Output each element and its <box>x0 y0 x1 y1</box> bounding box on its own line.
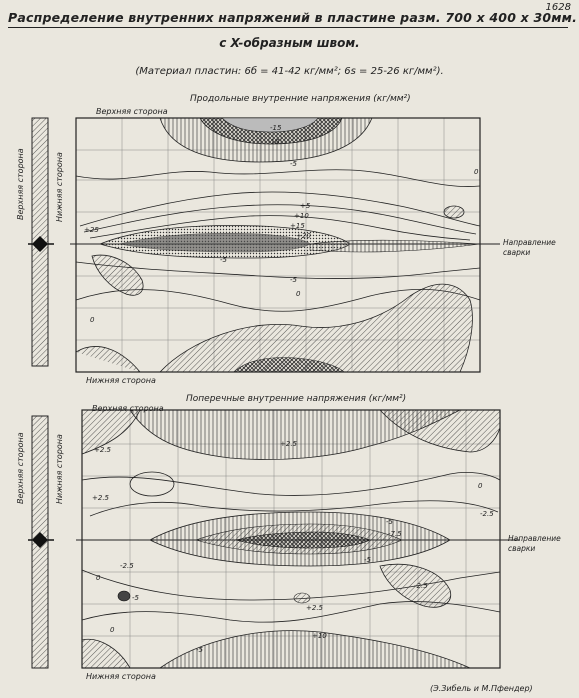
page-subtitle: с X-образным швом. <box>219 36 360 50</box>
weld-direction-label: Направление сварки <box>508 534 561 553</box>
contour-label: -2.5 <box>414 582 428 590</box>
contour-region <box>158 630 471 669</box>
contour-label: -5 <box>290 160 297 168</box>
weld-marker <box>32 236 48 252</box>
contour-label: 0 <box>90 316 95 324</box>
contour-label: +2.5 <box>92 494 109 502</box>
contour-label: -2.5 <box>120 562 134 570</box>
left-label-upper: Верхняя сторона <box>16 148 25 220</box>
contour-label: +15 <box>290 222 305 230</box>
page-title: Распределение внутренних напряжений в пл… <box>8 10 577 28</box>
contour-label: +10 <box>294 212 309 220</box>
contour-label: -5 <box>220 256 227 264</box>
label-lower-side: Нижняя сторона <box>86 376 156 385</box>
contour-label: 0 <box>474 168 479 176</box>
contour-label: -7.5 <box>388 530 402 538</box>
contour-label: +2.5 <box>94 446 111 454</box>
contour-label: 0 <box>110 626 115 634</box>
contour-label: -5 <box>196 646 203 654</box>
label-upper-side: Верхняя сторона <box>96 107 168 116</box>
contour-region <box>91 254 144 296</box>
contour-label: +10 <box>312 632 327 640</box>
contour-label: 0 <box>96 574 101 582</box>
contour-label: 0 <box>478 482 483 490</box>
authors: (Э.Зибель и М.Пфендер) <box>430 684 533 693</box>
sheet-number: 1628 <box>545 2 571 13</box>
contour-label: -2.5 <box>480 510 494 518</box>
label-lower-side: Нижняя сторона <box>86 672 156 681</box>
contour-label: -5 <box>132 594 139 602</box>
contour-label: +2.5 <box>280 440 297 448</box>
weld-marker <box>32 532 48 548</box>
panel-bottom <box>28 409 520 669</box>
left-label-lower: Нижняя сторона <box>55 152 64 222</box>
contour-label: +20 <box>296 232 311 240</box>
contour-label: -5 <box>386 518 393 526</box>
contour-label: -15 <box>270 124 282 132</box>
label-upper-side: Верхняя сторона <box>92 404 164 413</box>
heading-longitudinal: Продольные внутренние напряжения (кг/мм²… <box>190 94 411 104</box>
weld-direction-label: Направление сварки <box>503 238 556 257</box>
contour-region <box>159 283 473 373</box>
contour-label: 0 <box>296 290 301 298</box>
left-label-lower: Нижняя сторона <box>55 434 64 504</box>
panel-top <box>28 117 500 373</box>
contour-label: +25 <box>84 226 99 234</box>
contour-lines <box>75 169 481 312</box>
contour-label: -10 <box>268 138 280 146</box>
contour-label: +2.5 <box>306 604 323 612</box>
contour-label: -5 <box>290 276 297 284</box>
left-label-upper: Верхняя сторона <box>16 432 25 504</box>
heading-transverse: Поперечные внутренние напряжения (кг/мм²… <box>186 394 407 404</box>
contour-label: -5 <box>364 556 371 564</box>
material-note: (Материал пластин: 6б = 41-42 кг/мм²; 6s… <box>135 66 444 77</box>
contour-label: +5 <box>300 202 311 210</box>
